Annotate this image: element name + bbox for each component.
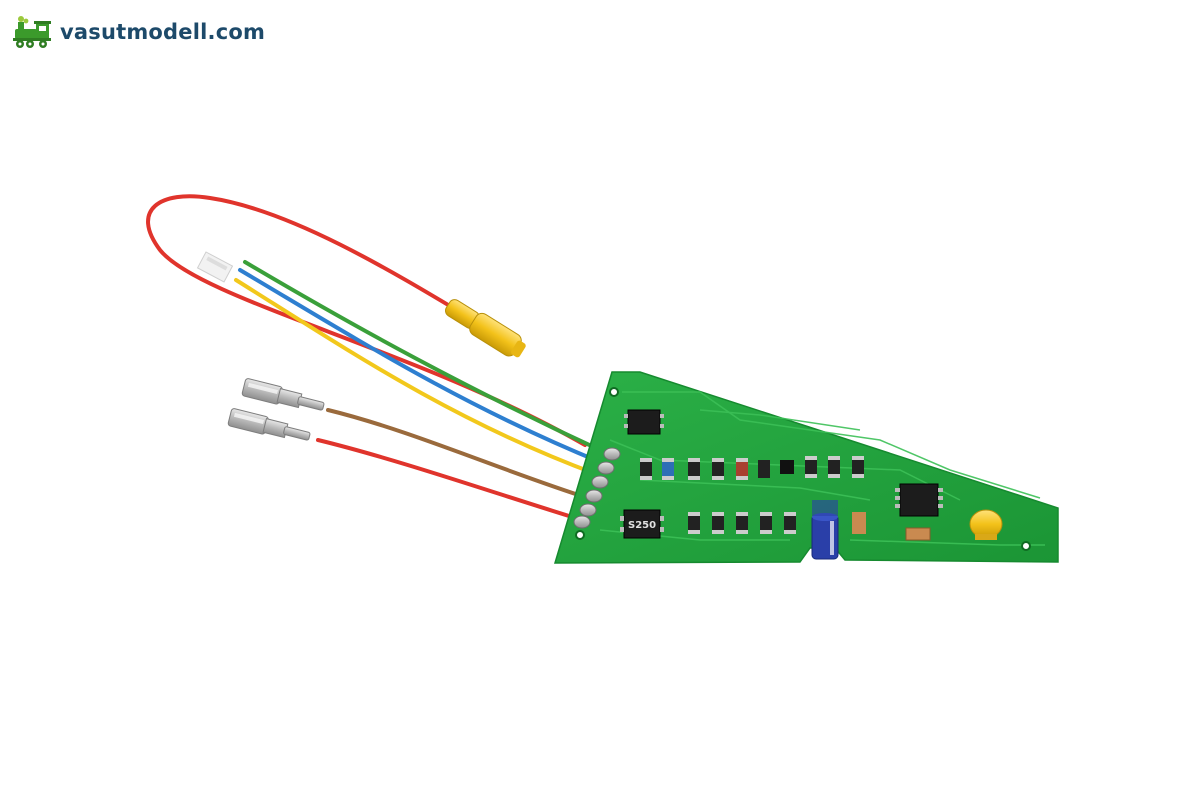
blade-terminal-upper	[241, 378, 325, 411]
locomotive-icon	[13, 16, 51, 48]
component-label: S250	[628, 520, 656, 531]
green-wire	[243, 260, 602, 452]
ic-chip-right	[895, 483, 943, 517]
yellow-led	[969, 509, 1003, 539]
smd-components-row1	[640, 456, 864, 480]
brand-header[interactable]: vasutmodell.com	[12, 14, 265, 50]
mounting-holes	[575, 387, 1031, 551]
red-loop-wire	[146, 194, 587, 447]
smd-components-row2	[688, 512, 931, 541]
blue-capacitor	[811, 513, 839, 560]
brown-wire	[326, 408, 590, 500]
blade-terminal-lower	[227, 408, 311, 441]
yellow-connector	[444, 299, 526, 358]
white-plug	[196, 251, 234, 283]
yellow-wire	[234, 278, 598, 476]
red-wire-lower	[316, 438, 584, 522]
ic-chip-top	[624, 409, 664, 435]
solder-pads	[573, 447, 621, 529]
blue-wire	[238, 268, 602, 464]
ic-chip-s250: S250	[620, 509, 664, 539]
brand-name: vasutmodell.com	[60, 19, 266, 44]
